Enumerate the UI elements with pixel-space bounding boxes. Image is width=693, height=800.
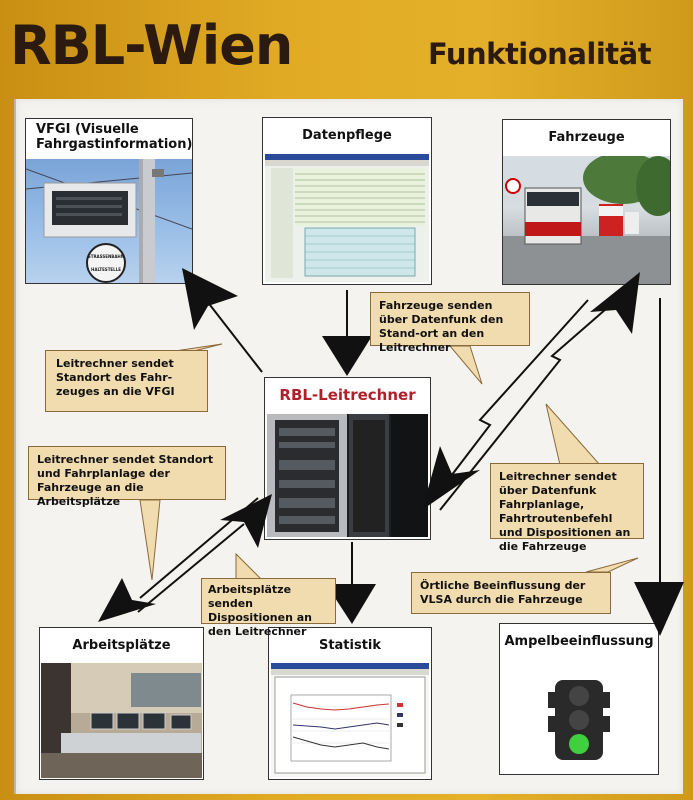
arrowhead-leitrechner-right <box>422 446 480 510</box>
arbeitsplaetze-box: Arbeitsplätze <box>39 627 204 780</box>
arrow-arbeitsplaetze-to-leitrechner <box>137 523 245 613</box>
fahrzeuge-title: Fahrzeuge <box>548 129 625 145</box>
arrowhead-fahrzeuge <box>590 272 640 334</box>
vfgi-photo: STRASSENBAHN HALTESTELLE <box>26 159 192 283</box>
haltestelle-sign-line2: HALTESTELLE <box>91 267 121 272</box>
callout-arbeitsplaetze-senden: Arbeitsplätze senden Dispositionen an de… <box>201 578 336 638</box>
callout-tail-leitrechner-arbeitsplaetze <box>139 499 161 581</box>
fahrzeuge-photo <box>503 156 670 284</box>
callout-leitrechner-datenfunk: Leitrechner sendet über Datenfunk Fahrpl… <box>490 463 644 553</box>
statistik-title: Statistik <box>318 637 382 653</box>
vfgi-display-image <box>26 159 192 283</box>
ampel-box: Ampelbeeinflussung <box>499 623 659 775</box>
bus-tram-image <box>503 156 670 284</box>
server-rack-image <box>267 414 428 537</box>
callout-fahrzeuge-senden: Fahrzeuge senden über Datenfunk den Stan… <box>370 292 530 354</box>
poster-subtitle: Funktionalität <box>428 37 652 71</box>
arrow-leitrechner-to-fahrzeuge <box>439 301 615 511</box>
arrowhead-statistik <box>326 584 376 624</box>
leitrechner-title: RBL-Leitrechner <box>279 385 416 404</box>
statistik-box: Statistik <box>268 627 432 780</box>
callout-tail-leitrechner-datenfunk <box>545 403 602 466</box>
arrow-fahrzeuge-to-leitrechner <box>447 299 589 481</box>
leitrechner-box: RBL-Leitrechner <box>264 377 431 540</box>
control-room-image <box>41 663 202 778</box>
callout-oertliche: Örtliche Beeinflussung der VLSA durch di… <box>411 572 611 614</box>
haltestelle-sign-line1: STRASSENBAHN <box>87 254 125 259</box>
statistik-chart-image <box>271 663 429 774</box>
callout-tail-fahrzeuge-senden <box>448 345 483 385</box>
callout-tail-oertliche <box>585 557 639 573</box>
datenpflege-table-image <box>265 154 429 278</box>
callout-leitrechner-vfgi: Leitrechner sendet Standort des Fahr-zeu… <box>45 350 208 412</box>
datenpflege-screenshot <box>265 154 429 282</box>
arrowhead-ampel <box>634 582 684 636</box>
datenpflege-title: Datenpflege <box>302 127 392 143</box>
arrow-leitrechner-to-vfgi <box>209 304 263 373</box>
arrowhead-vfgi <box>182 268 238 330</box>
arrowhead-arbeitsplaetze <box>98 578 156 622</box>
arbeitsplaetze-title: Arbeitsplätze <box>72 637 171 653</box>
callout-tail-arbeitsplaetze-senden <box>235 552 264 581</box>
poster-title: RBL-Wien <box>10 14 293 77</box>
callout-leitrechner-arbeitsplaetze: Leitrechner sendet Standort und Fahrplan… <box>28 446 226 508</box>
vfgi-title: VFGI (Visuelle Fahrgastinformation) <box>36 122 193 152</box>
datenpflege-box: Datenpflege <box>262 117 432 285</box>
arbeitsplaetze-photo <box>41 663 202 778</box>
traffic-light-icon <box>548 680 610 760</box>
fahrzeuge-box: Fahrzeuge <box>502 119 671 285</box>
leitrechner-photo <box>267 414 428 537</box>
arrowhead-leitrechner-top <box>322 336 372 376</box>
statistik-screenshot <box>271 663 429 777</box>
vfgi-box: VFGI (Visuelle Fahrgastinformation) STRA… <box>25 118 193 284</box>
arrowhead-leitrechner-left <box>220 494 272 548</box>
ampel-title: Ampelbeeinflussung <box>504 633 654 649</box>
